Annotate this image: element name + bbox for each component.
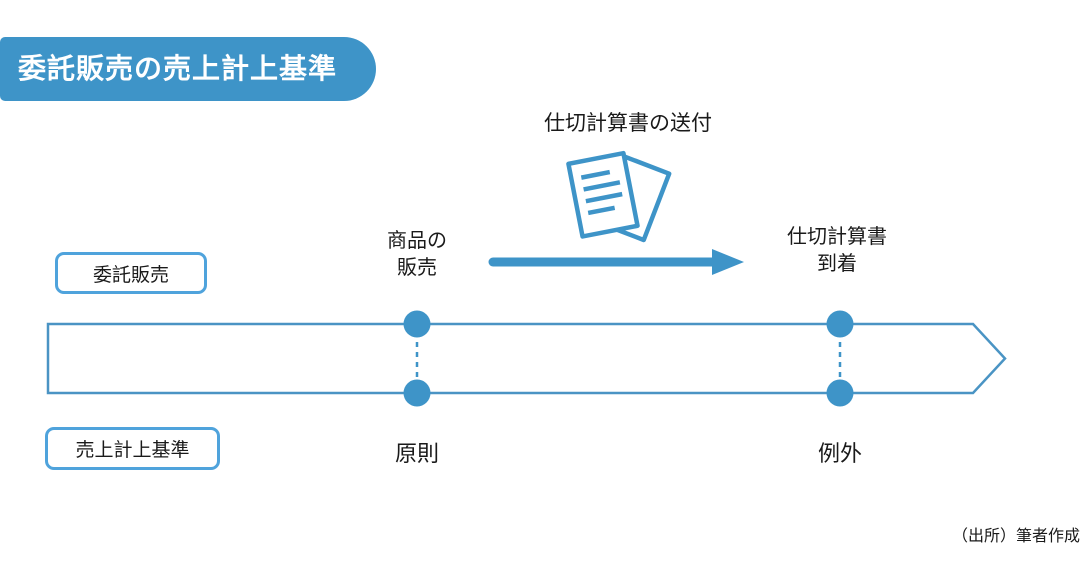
event-statement-arrival-line2: 到着 — [817, 253, 857, 275]
documents-icon-front-page — [566, 150, 640, 239]
flow-arrow-head — [712, 249, 744, 275]
marker-dot-principle-top — [403, 310, 431, 338]
marker-dot-principle-bottom — [403, 379, 431, 407]
marker-dot-exception-top — [826, 310, 854, 338]
source-note: （出所）筆者作成 — [951, 528, 1080, 545]
marker-label-exception: 例外 — [817, 441, 862, 466]
title-badge: 委託販売の売上計上基準 — [0, 37, 376, 101]
annotation-label: 仕切計算書の送付 — [544, 112, 712, 135]
criteria-label-box: 売上計上基準 — [45, 427, 220, 470]
event-statement-arrival-line1: 仕切計算書 — [787, 226, 887, 248]
event-goods-sale-line2: 販売 — [397, 257, 437, 279]
event-goods-sale-line1: 商品の — [387, 230, 447, 252]
consignment-label-box: 委託販売 — [55, 252, 207, 294]
timeline-banner — [46, 322, 1007, 395]
event-label-statement-arrival: 仕切計算書 到着 — [757, 224, 917, 278]
marker-label-principle: 原則 — [394, 441, 439, 466]
documents-icon — [566, 150, 672, 243]
event-label-goods-sale: 商品の 販売 — [337, 228, 497, 282]
consignment-label: 委託販売 — [92, 264, 169, 286]
criteria-label: 売上計上基準 — [75, 440, 190, 461]
marker-dot-exception-bottom — [826, 379, 854, 407]
